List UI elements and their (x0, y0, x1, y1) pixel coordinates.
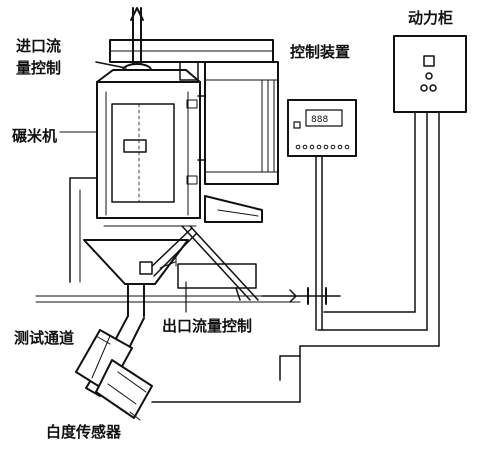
svg-text:888: 888 (311, 115, 328, 125)
wiring (59, 131, 440, 421)
outlet-chute (204, 195, 263, 223)
label-outlet-flow-control: 出口流量控制 (162, 317, 253, 335)
motor (179, 61, 279, 185)
label-power-cabinet: 动力柜 (408, 9, 454, 27)
discharge-hopper (83, 217, 201, 285)
label-inlet-flow-line2: 量控制 (16, 59, 62, 77)
control-device-box: 888 (287, 99, 357, 331)
label-inlet-flow-line1: 进口流 (16, 37, 62, 55)
label-whiteness-sensor: 白度传感器 (46, 423, 122, 441)
inlet-pipe (130, 7, 144, 65)
label-mill: 碾米机 (12, 127, 58, 145)
support-frame (177, 225, 259, 301)
whiteness-sensor (95, 359, 153, 419)
label-control-device: 控制装置 (290, 43, 351, 61)
power-cabinet-box (393, 35, 467, 347)
outlet-flow-control (139, 227, 197, 313)
label-test-channel: 测试通道 (14, 329, 75, 347)
rice-mill-body (69, 69, 201, 283)
